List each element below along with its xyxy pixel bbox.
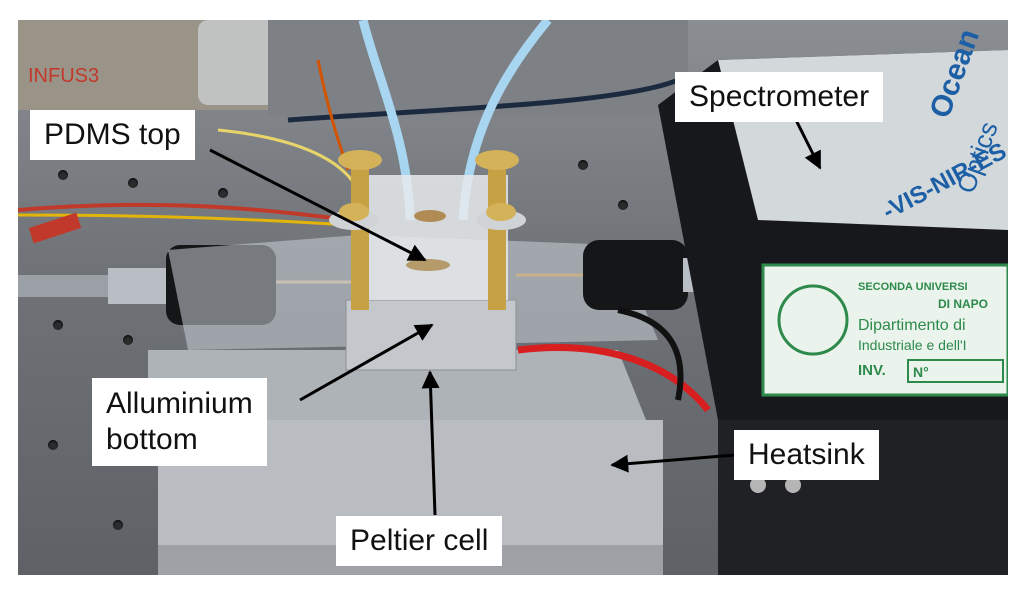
label-pdms-top-text: PDMS top [44,118,181,151]
inlet-port [414,210,446,222]
label-spectrometer: Spectrometer [675,72,884,122]
table-hole [123,335,133,345]
label-alluminium-line2: bottom [106,423,198,456]
red-connector [28,212,82,244]
sticker-field [907,359,1004,383]
peltier-red-lead [517,344,711,413]
table-hole [218,188,228,198]
label-spectrometer-text: Spectrometer [689,80,870,113]
arrow-heatsink [610,453,736,473]
sticker-text: SECONDA UNIVERSI [858,281,968,293]
label-heatsink-text: Heatsink [748,438,865,471]
label-heatsink: Heatsink [734,430,879,480]
arrow-peltier [421,370,440,516]
label-alluminium-bottom: Alluminium bottom [92,378,267,466]
sticker-text: INV. [858,362,886,379]
sticker-text: Industriale e dell'I [858,337,967,353]
peltier-black-lead [617,307,684,401]
sticker-text: Dipartimento di [858,317,966,334]
table-hole [58,170,68,180]
label-peltier-cell-text: Peltier cell [350,524,489,557]
arrow-alluminium [299,323,434,402]
arrow-pdms-top [209,148,427,262]
label-alluminium-line1: Alluminium [106,387,253,420]
sticker-text: DI NAPO [938,297,988,311]
shelf-screw [750,477,766,493]
table-far [268,20,688,115]
table-hole [128,178,138,188]
table-hole [53,320,63,330]
red-wire [18,202,349,222]
scene-drawing: INFUS3 [18,20,1008,575]
arrow-spectrometer [793,117,822,170]
label-peltier-cell: Peltier cell [336,516,503,566]
table-hole [48,440,58,450]
brass-screws [329,150,526,310]
fiber-ferrule-left [108,268,168,304]
fiber-connector-left [18,275,108,297]
table-hole [113,520,123,530]
instrument-label: INFUS3 [28,65,99,87]
dark-cable [287,77,679,123]
sample-chamber [406,259,450,271]
shelf-screw [785,477,801,493]
collimator-right [583,240,688,310]
label-pdms-top: PDMS top [30,110,195,160]
table-hole [618,200,628,210]
table-hole [578,160,588,170]
sticker-text: N° [913,364,929,380]
university-seal [777,284,849,356]
